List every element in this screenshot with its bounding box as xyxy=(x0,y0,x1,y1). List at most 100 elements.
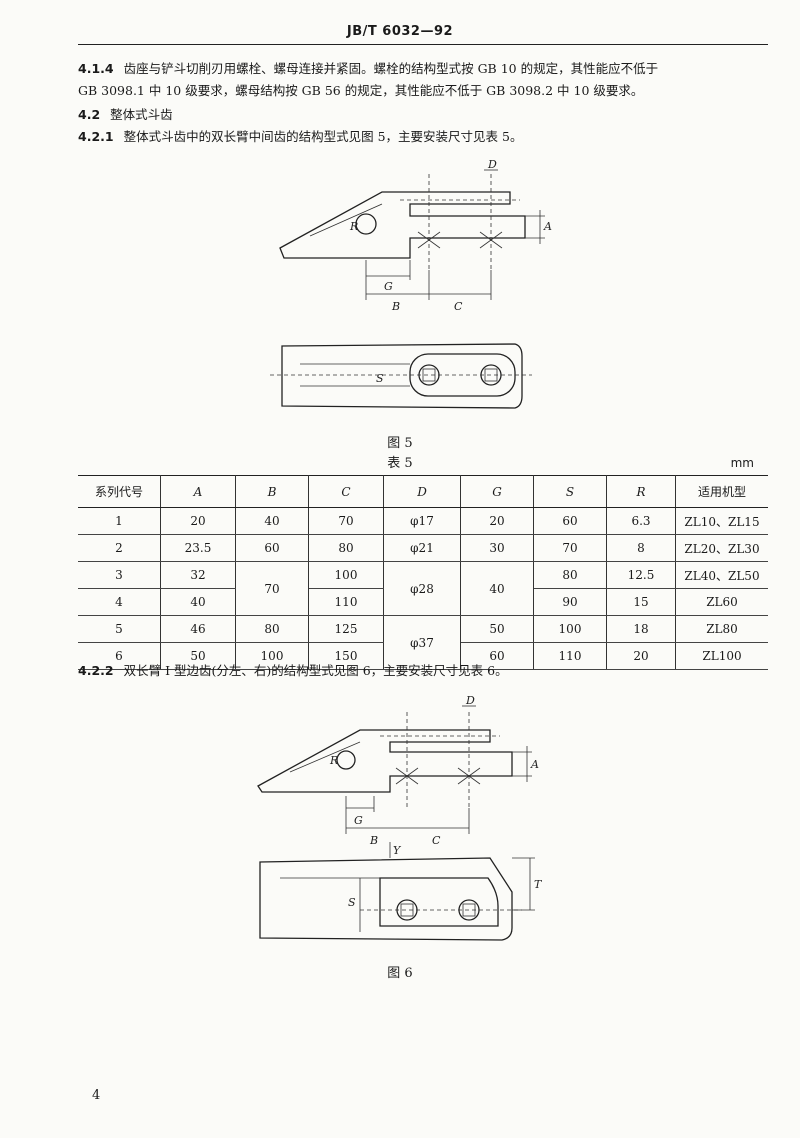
cell: 20 xyxy=(460,507,534,535)
label-g: G xyxy=(354,814,363,827)
cell: 150 xyxy=(308,642,384,670)
table-unit: mm xyxy=(730,456,754,470)
bolt-hole-1 xyxy=(396,899,418,921)
label-g: G xyxy=(384,280,393,293)
cell: 18 xyxy=(606,615,676,643)
table-5-caption: 表 5 xyxy=(387,456,413,471)
tooth-top-outline xyxy=(281,343,523,409)
pin-radius-arc xyxy=(336,750,356,770)
label-s: S xyxy=(376,372,384,385)
header-r: R xyxy=(606,475,676,508)
clause-number: 4.2.2 xyxy=(78,663,114,678)
label-a: A xyxy=(530,758,539,771)
slot-outline xyxy=(379,877,499,927)
cell: 100 xyxy=(308,561,384,589)
cell: 12.5 xyxy=(606,561,676,589)
table-row: 3 32 70 100 φ28 40 80 12.5 ZL40、ZL50 xyxy=(78,561,768,616)
header-series: 系列代号 xyxy=(78,475,161,508)
cell: 80 xyxy=(533,561,607,589)
header-d: D xyxy=(383,475,461,508)
cell: 50 xyxy=(160,642,236,670)
clause-text-line1: 齿座与铲斗切削刃用螺栓、螺母连接并紧固。螺栓的结构型式按 GB 10 的规定，其… xyxy=(123,61,659,76)
cell: ZL10、ZL15 xyxy=(675,507,768,535)
cell: 20 xyxy=(160,507,236,535)
cell: 110 xyxy=(308,588,384,616)
cell: 50 xyxy=(460,615,534,643)
paragraph-4-2-1: 4.2.1 整体式斗齿中的双长臂中间齿的结构型式见图 5，主要安装尺寸见表 5。 xyxy=(78,126,768,148)
cell: 6.3 xyxy=(606,507,676,535)
cell: 40 xyxy=(235,507,309,535)
cell: 70 xyxy=(533,534,607,562)
table-row: 5 46 80 125 φ37 50 100 18 ZL80 xyxy=(78,615,768,670)
label-r: R xyxy=(349,220,358,233)
cell: 100 xyxy=(533,615,607,643)
cell: 8 xyxy=(606,534,676,562)
pin-radius-arc xyxy=(355,213,377,235)
bolt-hole-1 xyxy=(418,364,440,386)
tooth-side-outline xyxy=(257,729,513,793)
label-r: R xyxy=(329,754,338,767)
header-s: S xyxy=(533,475,607,508)
cell: ZL20、ZL30 xyxy=(675,534,768,562)
header-model: 适用机型 xyxy=(675,475,768,508)
cell: 5 xyxy=(78,615,161,643)
label-t: T xyxy=(534,878,543,891)
tooth-top-outline xyxy=(259,857,513,941)
clause-text: 双长臂 I 型边齿(分左、右)的结构型式见图 6，主要安装尺寸见表 6。 xyxy=(123,663,508,678)
cell: 20 xyxy=(606,642,676,670)
label-y: Y xyxy=(393,844,402,857)
label-d: D xyxy=(487,160,497,171)
cell: 60 xyxy=(460,642,534,670)
table-header-row: 系列代号 A B C D G S R 适用机型 xyxy=(78,475,768,508)
clause-text: 整体式斗齿中的双长臂中间齿的结构型式见图 5，主要安装尺寸见表 5。 xyxy=(123,129,523,144)
cell: 60 xyxy=(235,534,309,562)
tooth-side-outline xyxy=(279,191,526,259)
tooth-edge-line xyxy=(309,203,383,237)
cell: 2 xyxy=(78,534,161,562)
cell: 15 xyxy=(606,588,676,616)
cell: 3 xyxy=(78,561,161,589)
clause-heading: 整体式斗齿 xyxy=(110,107,173,122)
cell: 80 xyxy=(235,615,309,643)
label-c: C xyxy=(432,834,441,847)
cell: 32 xyxy=(160,561,236,589)
label-a: A xyxy=(543,220,552,233)
table-row: 6 50 100 150 60 110 20 ZL100 xyxy=(78,642,768,670)
label-b: B xyxy=(369,834,378,847)
cell: 23.5 xyxy=(160,534,236,562)
cell: 30 xyxy=(460,534,534,562)
label-d: D xyxy=(465,694,475,707)
cell: ZL80 xyxy=(675,615,768,643)
cell-merged: φ37 xyxy=(383,615,461,670)
header-rule xyxy=(78,44,768,45)
cell: 6 xyxy=(78,642,161,670)
cell: 46 xyxy=(160,615,236,643)
tooth-edge-line xyxy=(289,741,361,773)
header-c: C xyxy=(308,475,384,508)
cell: 60 xyxy=(533,507,607,535)
table-row: 4 40 110 90 15 ZL60 xyxy=(78,588,768,616)
standard-header: JB/T 6032—92 xyxy=(346,24,454,39)
cell: 80 xyxy=(308,534,384,562)
cell: ZL100 xyxy=(675,642,768,670)
figure-6-drawing: R G B C A D S T Y xyxy=(257,694,543,941)
header-a: A xyxy=(160,475,236,508)
label-s: S xyxy=(348,896,356,909)
table-row: 2 23.5 60 80 φ21 30 70 8 ZL20、ZL30 xyxy=(78,534,768,562)
clause-number: 4.1.4 xyxy=(78,61,114,76)
cell: φ21 xyxy=(383,534,461,562)
figure-5-drawing: R G B C A D S xyxy=(270,160,552,409)
cell: 70 xyxy=(308,507,384,535)
clause-number: 4.2.1 xyxy=(78,129,114,144)
bolt-hole-marks xyxy=(417,231,503,249)
header-g: G xyxy=(460,475,534,508)
cell-merged: φ28 xyxy=(383,561,461,616)
cell: ZL60 xyxy=(675,588,768,616)
cell-merged: 40 xyxy=(460,561,534,616)
clause-text-line2: GB 3098.1 中 10 级要求，螺母结构按 GB 56 的规定，其性能应不… xyxy=(78,83,644,98)
header-b: B xyxy=(235,475,309,508)
cell: 40 xyxy=(160,588,236,616)
cell: 4 xyxy=(78,588,161,616)
